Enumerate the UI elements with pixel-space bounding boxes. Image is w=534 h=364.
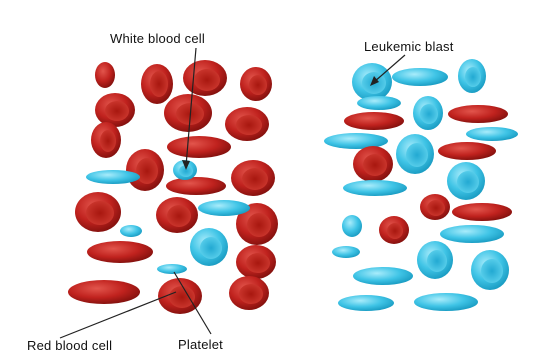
- red-blood-cell: [87, 241, 153, 263]
- red-blood-cell: [225, 107, 269, 141]
- red-blood-cell: [231, 160, 275, 196]
- platelet: [120, 225, 142, 237]
- leukemic-blast-cell: [353, 267, 413, 285]
- leukemic-blast-cell: [414, 293, 478, 311]
- leukemic-blast-cell: [447, 162, 485, 200]
- red-blood-cell: [91, 122, 121, 158]
- leukemic-blast-cell: [338, 295, 394, 311]
- red-blood-cell: [126, 149, 164, 191]
- red-blood-cell: [229, 276, 269, 310]
- label-leukemic-blast: Leukemic blast: [364, 39, 454, 54]
- red-blood-cell: [167, 136, 231, 158]
- leukemic-blast-cell: [324, 133, 388, 149]
- red-blood-cell: [166, 177, 226, 195]
- red-blood-cell: [183, 60, 227, 96]
- red-blood-cell: [379, 216, 409, 244]
- leukemic-blast-cell: [466, 127, 518, 141]
- red-blood-cell: [240, 67, 272, 101]
- red-blood-cell: [448, 105, 508, 123]
- white-blood-cell: [190, 228, 228, 266]
- leukemic-blast-cell: [471, 250, 509, 290]
- leukemic-blast-cell: [343, 180, 407, 196]
- red-blood-cell: [420, 194, 450, 220]
- leukemic-blast-cell: [440, 225, 504, 243]
- red-blood-cell: [452, 203, 512, 221]
- platelet: [157, 264, 187, 274]
- red-blood-cell: [141, 64, 173, 104]
- right-panel-cells: [324, 59, 518, 311]
- red-blood-cell: [438, 142, 496, 160]
- leukemic-blast-cell: [332, 246, 360, 258]
- label-platelet: Platelet: [178, 337, 223, 352]
- red-blood-cell: [68, 280, 140, 304]
- leukemic-blast-cell: [458, 59, 486, 93]
- leukemic-blast-cell: [357, 96, 401, 110]
- red-blood-cell: [344, 112, 404, 130]
- leukemic-blast-cell: [342, 215, 362, 237]
- red-blood-cell: [95, 62, 115, 88]
- leukemic-blast-cell: [417, 241, 453, 279]
- leukemic-blast-cell: [413, 96, 443, 130]
- red-blood-cell: [75, 192, 121, 232]
- white-blood-cell: [198, 200, 250, 216]
- white-blood-cell: [86, 170, 140, 184]
- red-blood-cell: [353, 146, 393, 182]
- red-blood-cell: [156, 197, 198, 233]
- red-blood-cell: [164, 94, 212, 132]
- label-red-blood-cell: Red blood cell: [27, 338, 112, 353]
- left-panel-cells: [68, 60, 278, 314]
- red-blood-cell: [95, 93, 135, 127]
- red-blood-cell: [236, 245, 276, 279]
- leukemic-blast-cell: [396, 134, 434, 174]
- label-white-blood-cell: White blood cell: [110, 31, 205, 46]
- leukemic-blast-cell: [392, 68, 448, 86]
